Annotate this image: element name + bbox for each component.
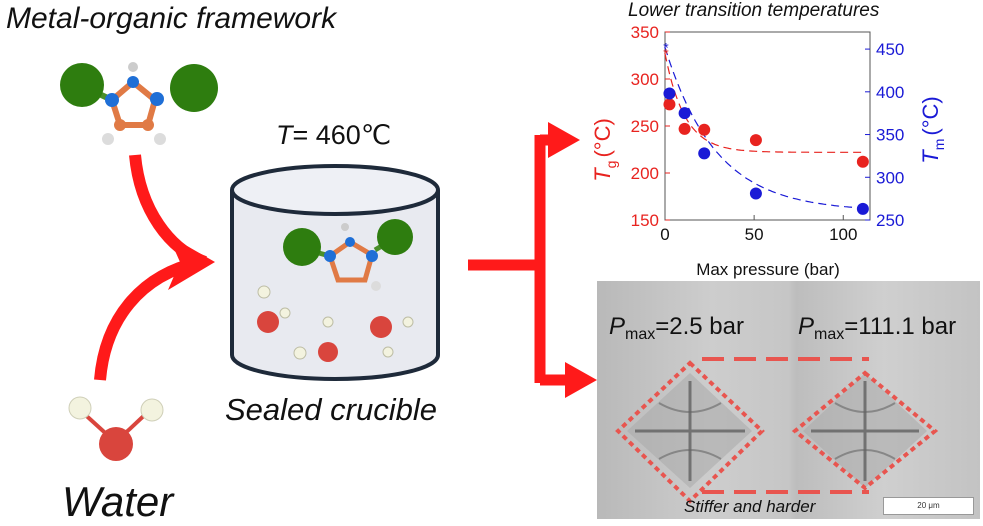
x-axis-label: Max pressure (bar) <box>696 260 840 279</box>
y-left-label: Tg (°C) <box>590 118 619 182</box>
panel-left-sub: max <box>625 326 656 343</box>
y-left-sub: g <box>603 161 619 169</box>
crucible <box>230 164 440 381</box>
data-point <box>678 107 691 120</box>
temperature-value: = 460℃ <box>292 120 392 150</box>
indents <box>615 357 939 504</box>
y-left-unit: (°C) <box>590 118 615 157</box>
temperature-label: T= 460℃ <box>276 120 391 151</box>
y-left-tick-label: 350 <box>631 23 659 42</box>
water-title: Water <box>62 478 174 525</box>
panel-left-symbol: P <box>609 313 626 340</box>
y-right-tick-label: 250 <box>876 211 904 230</box>
panel-left-label: Pmax=2.5 bar <box>609 313 744 344</box>
y-right-tick-label: 400 <box>876 83 904 102</box>
mof-title: Metal-organic framework <box>6 2 337 35</box>
plot-frame <box>664 31 871 221</box>
y-right-tick-label: 300 <box>876 168 904 187</box>
x-tick-label: 50 <box>745 225 764 244</box>
y-left-tick-label: 150 <box>631 211 659 230</box>
crucible-label: Sealed crucible <box>225 392 437 427</box>
y-left-tick-label: 200 <box>631 164 659 183</box>
x-tick-label: 0 <box>660 225 669 244</box>
data-point <box>678 122 691 135</box>
y-left-tick-label: 250 <box>631 117 659 136</box>
temperature-symbol: T <box>276 120 293 150</box>
data-point <box>856 155 869 168</box>
panel-left-value: =2.5 bar <box>655 313 744 340</box>
y-left-symbol: T <box>590 167 615 182</box>
data-point <box>663 87 676 100</box>
start-marker: * <box>663 46 669 62</box>
schematic <box>60 62 597 461</box>
start-marker: * <box>663 39 669 55</box>
x-tick-label: 100 <box>829 225 857 244</box>
y-right-sub: m <box>931 139 947 151</box>
y-right-unit: (°C) <box>918 96 943 135</box>
arrow-to-chart <box>548 122 580 158</box>
merge-arrow-head <box>168 235 215 290</box>
scale-bar: 20 μm <box>883 497 974 515</box>
data-point <box>749 187 762 200</box>
data-point <box>663 98 676 111</box>
data-point <box>856 202 869 215</box>
panel-right-label: Pmax=111.1 bar <box>798 313 956 344</box>
chart-title: Lower transition temperatures <box>628 0 880 21</box>
y-right-symbol: T <box>918 149 943 164</box>
fit-curve <box>664 47 865 209</box>
fit-curve <box>664 53 865 153</box>
y-left-tick-label: 300 <box>631 70 659 89</box>
y-right-label: Tm (°C) <box>918 96 947 163</box>
y-right-tick-label: 450 <box>876 40 904 59</box>
arrow-mof-to-crucible <box>129 154 208 268</box>
stiffer-label: Stiffer and harder <box>684 497 816 516</box>
metal-sphere <box>170 64 218 112</box>
arrow-to-micrograph <box>565 362 597 398</box>
mof-molecule <box>60 62 218 145</box>
data-point <box>698 123 711 136</box>
panel-right-sub: max <box>814 326 845 343</box>
panel-right-symbol: P <box>798 313 815 340</box>
water-molecule <box>68 396 164 461</box>
data-point <box>749 134 762 147</box>
indentation-micrograph <box>597 281 980 519</box>
data-point <box>698 147 711 160</box>
panel-right-value: =111.1 bar <box>844 313 957 340</box>
metal-sphere <box>60 63 104 107</box>
transition-chart: 150 200 250 300 350 250 300 350 400 450 0 50 100 *… <box>590 23 947 279</box>
y-right-tick-label: 350 <box>876 126 904 145</box>
